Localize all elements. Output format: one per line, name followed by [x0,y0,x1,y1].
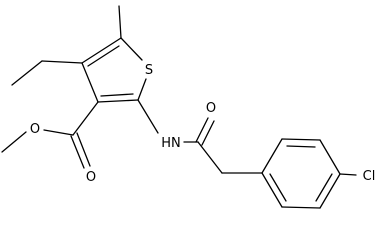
bond-camide-o-b [201,120,215,146]
atom-ester-ether-oxygen-label: O [30,122,40,137]
bond-c4-ch2 [41,60,83,64]
ester-group [1,101,99,169]
bond-ar2-ar3 [281,138,321,141]
ethyl-group [11,60,83,86]
molecule-structure: S O O HN O Cl [1,5,375,209]
chlorophenyl-ring [261,138,341,209]
amide-group [137,99,263,174]
thiophene-ring [81,37,147,103]
bond-methyl [118,5,122,39]
bond-ar5-ar6 [281,206,321,209]
bond-c4-c5 [81,37,122,64]
atom-ester-carbonyl-oxygen-label: O [86,170,96,185]
bond-cester-oether [43,129,74,136]
bond-ar-cl [339,173,357,176]
bond-cester-o-double-b [76,132,91,167]
bond-c3-c4 [81,62,99,103]
bond-ar2-ar3-inner [286,145,316,148]
bond-ar6-ar1-inner [269,173,287,202]
bond-ar1-ar2 [261,138,283,174]
atom-amide-oxygen-label: O [206,101,216,116]
bond-c2-n [137,99,159,134]
atom-amide-nitrogen-label: HN [161,136,181,151]
bond-c2-c3-inner [100,93,134,97]
bond-ar6-ar1 [261,172,283,208]
bond-c4-c5-inner [87,45,120,67]
bond-cester-o-double-a [70,135,85,169]
bond-c5-s [120,37,143,61]
atom-chlorine-label: Cl [363,169,376,184]
bond-c3-cester [72,101,99,136]
bond-camide-ch2 [197,141,223,174]
bond-c2-c3 [97,99,139,103]
bond-ar3-ar4 [319,139,341,175]
bond-ar4-ar5 [319,173,341,209]
bond-s-c2 [137,78,147,101]
atom-labels: S O O HN O Cl [30,63,375,185]
bond-oether-ch3 [1,131,27,153]
bond-camide-o-a [195,117,209,143]
atom-sulfur-label: S [145,63,153,78]
bond-ch2-ch3 [11,60,43,86]
bond-ar4-ar5-inner [315,173,333,202]
